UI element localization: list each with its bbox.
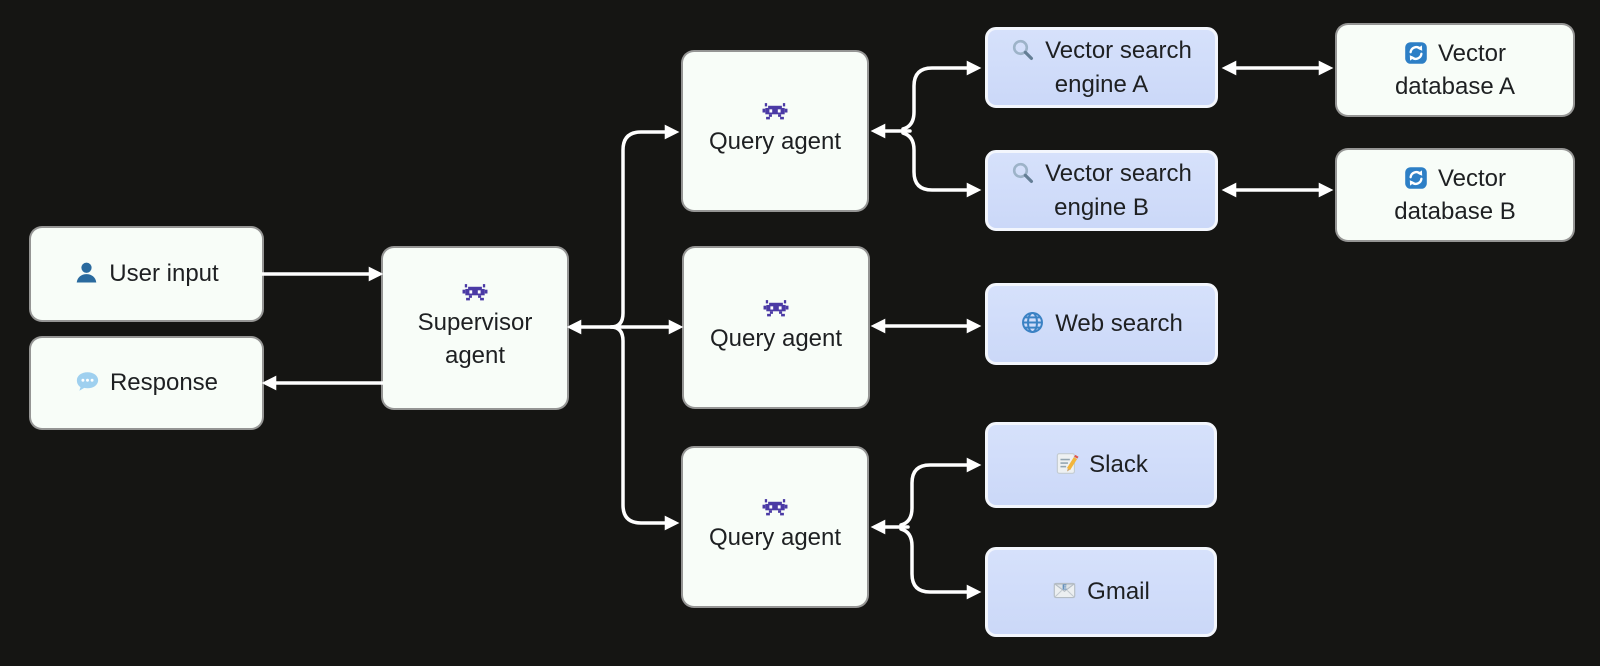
robot-icon (761, 103, 789, 120)
node-label: Slack (1054, 448, 1148, 481)
robot-icon (762, 300, 790, 317)
node-user-input: User input (31, 228, 262, 320)
speech-bubble-icon (75, 369, 100, 394)
magnifier-icon (1011, 38, 1035, 62)
node-vector-database-a: Vector database A (1337, 25, 1573, 115)
node-label: Vector database B (1394, 164, 1516, 225)
node-query-agent-3: Query agent (683, 448, 867, 606)
edge-query3-gmail (899, 527, 982, 600)
sync-icon (1404, 41, 1428, 65)
sync-icon (1404, 166, 1428, 190)
node-label: Query agent (709, 103, 841, 158)
edge-query3-slack (899, 457, 982, 527)
node-label: Vector search engine A (1011, 34, 1192, 100)
node-label: Query agent (709, 499, 841, 554)
node-label: Response (75, 366, 218, 399)
node-gmail: Gmail (985, 547, 1217, 637)
magnifier-icon (1011, 161, 1035, 185)
node-vector-search-engine-b: Vector search engine B (985, 150, 1218, 231)
node-label: Query agent (710, 300, 842, 355)
node-label: Vector database A (1394, 39, 1516, 100)
globe-icon (1020, 310, 1045, 335)
edge-supervisor-query1 (609, 124, 680, 329)
node-label: Vector search engine B (1011, 157, 1192, 223)
memo-icon (1054, 451, 1079, 476)
node-supervisor-agent: Supervisor agent (383, 248, 567, 408)
node-vector-database-b: Vector database B (1337, 150, 1573, 240)
node-query-agent-1: Query agent (683, 52, 867, 210)
node-slack: Slack (985, 422, 1217, 508)
node-label: Supervisor agent (418, 284, 532, 372)
node-label: User input (74, 257, 219, 290)
node-label: Web search (1020, 307, 1183, 340)
edge-query1-vse-b (901, 131, 982, 198)
node-vector-search-engine-a: Vector search engine A (985, 27, 1218, 108)
edge-query1-vse-a (901, 60, 982, 131)
person-icon (74, 260, 99, 285)
node-response: Response (31, 338, 262, 428)
node-query-agent-2: Query agent (684, 248, 868, 407)
robot-icon (761, 499, 789, 516)
email-icon (1052, 578, 1077, 603)
robot-icon (461, 284, 489, 301)
node-label: Gmail (1052, 575, 1150, 608)
node-web-search: Web search (985, 283, 1218, 365)
edge-supervisor-query3 (609, 325, 680, 531)
